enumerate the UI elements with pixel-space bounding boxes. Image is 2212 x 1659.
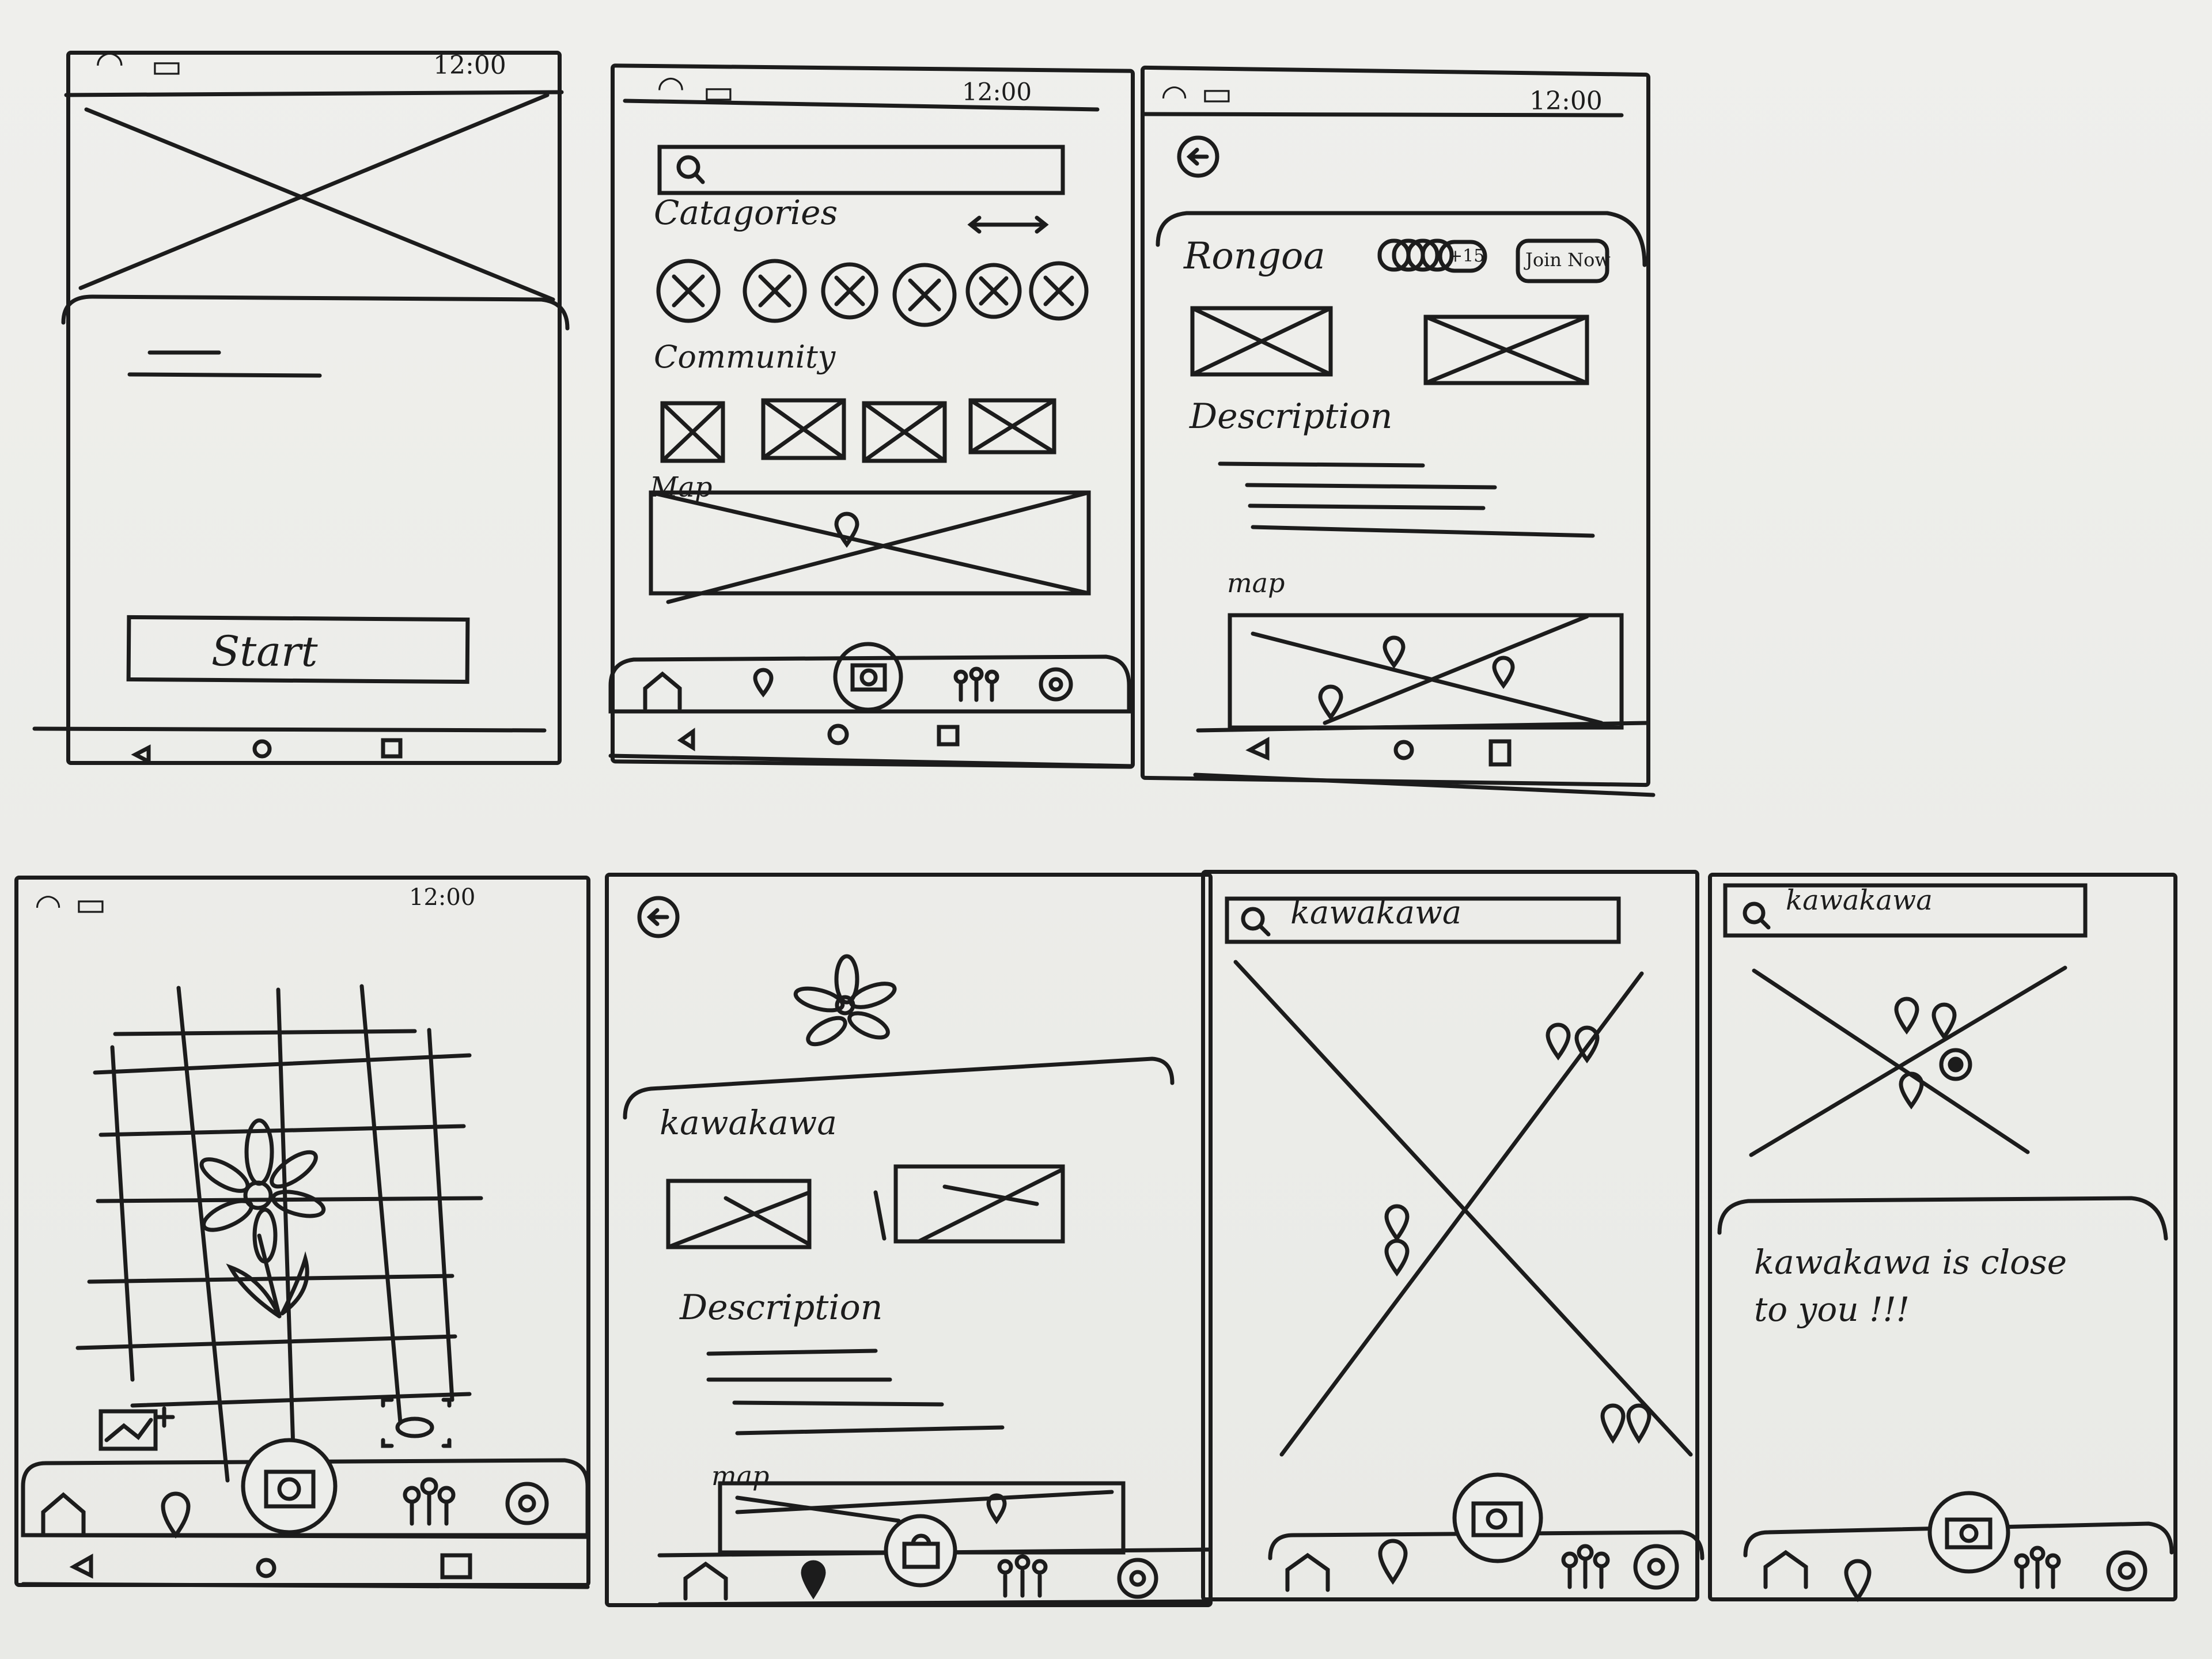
wifi-icon: ◠ [35,887,62,923]
screen-map-result [1708,873,2177,1601]
screen-plant-detail [605,873,1213,1607]
start-button-label: Start [211,626,318,676]
screen-camera [14,876,590,1587]
battery-icon: ▭ [703,72,734,111]
member-count-badge: +15 [1448,246,1485,266]
categories-heading: Catagories [654,193,838,232]
community-title: Rongoa [1184,235,1325,278]
nearby-message: kawakawa is close to you !!! [1754,1238,2100,1333]
map-heading: map [711,1460,770,1491]
map-search-input[interactable]: kawakawa [1290,894,1462,931]
status-time: 12:00 [433,51,506,80]
status-time: 12:00 [1529,86,1603,116]
map-heading: map [1227,567,1285,599]
plant-title: kawakawa [660,1103,837,1142]
join-now-button[interactable]: Join Now [1525,249,1611,271]
map-heading: Map [650,471,713,503]
battery-icon: ▭ [75,884,107,923]
description-heading: Description [1190,396,1393,437]
wifi-icon: ◠ [657,69,685,107]
wifi-icon: ◠ [1161,78,1188,114]
screen-map-search [1201,870,1699,1601]
screen-home [611,63,1135,769]
status-time: 12:00 [962,78,1032,106]
screen-onboarding [66,51,562,765]
battery-icon: ▭ [151,46,183,85]
battery-icon: ▭ [1201,74,1233,113]
status-time: 12:00 [409,884,476,911]
community-heading: Community [654,339,836,375]
description-heading: Description [680,1287,883,1328]
nearby-message-text: kawakawa is close to you !!! [1754,1243,2067,1329]
map-search-input[interactable]: kawakawa [1786,884,1933,916]
start-button[interactable]: Start [126,615,470,684]
wifi-icon: ◠ [95,43,124,82]
